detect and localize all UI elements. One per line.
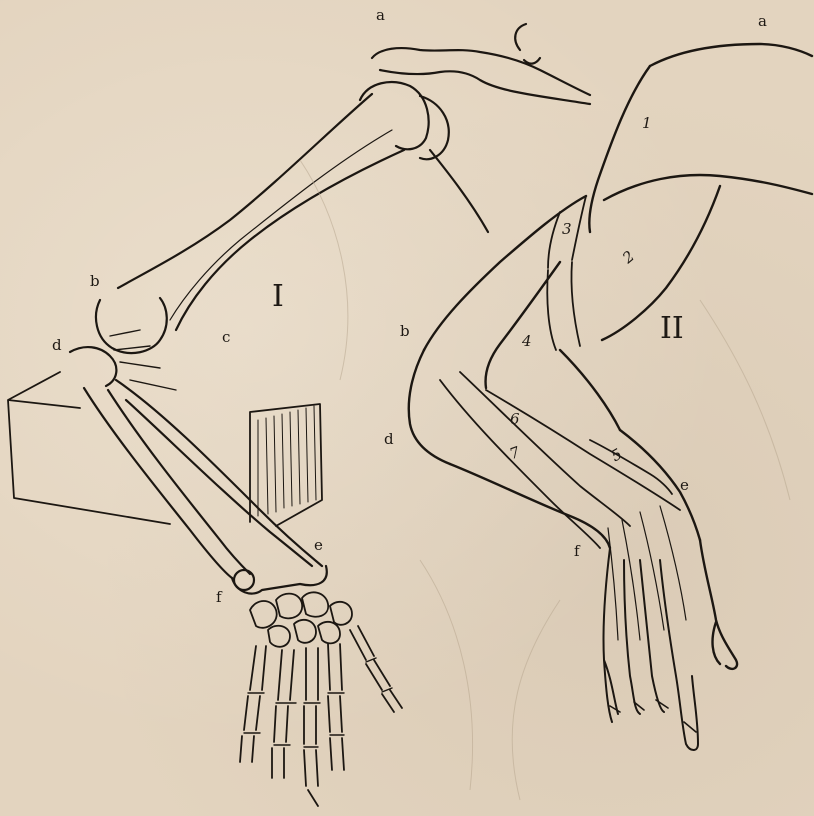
shoulder-outline [650, 44, 812, 66]
finger-one [240, 646, 266, 762]
forearm-outer [450, 464, 610, 548]
glenoid-ridge [420, 96, 449, 159]
ulna-bone [84, 388, 232, 578]
muscle-number-4: 4 [522, 334, 532, 349]
humerus-lower-edge [176, 150, 404, 330]
humeral-head [360, 82, 429, 149]
panel-ii-label-b: b [400, 324, 410, 339]
scapula-lower-edge [430, 150, 488, 232]
forearm-muscle-lines [440, 372, 680, 548]
panel-ii-label-f: f [574, 544, 580, 559]
hand-top [700, 540, 737, 669]
finger-five [350, 626, 402, 712]
forearm-inner-top [560, 350, 620, 430]
deltoid-muscle [589, 66, 650, 232]
muscle-number-1: 1 [642, 116, 652, 131]
elbow-outline [409, 350, 450, 464]
acromion-hook [515, 24, 540, 64]
panel-i-label-b: b [90, 274, 100, 289]
biceps-upper [604, 175, 812, 200]
finger-four [328, 644, 344, 770]
muscle-four-outline [547, 262, 580, 350]
panel-i-label-f: f [216, 590, 222, 605]
elbow-condyle [96, 298, 167, 353]
finger-two [272, 650, 294, 778]
panel-ii-numeral: II [660, 314, 684, 344]
block-grain [258, 406, 316, 516]
hand-fingers [603, 548, 698, 750]
pisiform-bone [234, 570, 254, 590]
panel-i-label-c: c [222, 330, 230, 345]
panel-ii-label-d: d [384, 432, 394, 447]
background-sketch [300, 160, 790, 800]
muscle-number-6: 6 [510, 412, 520, 427]
scapula-bone [372, 48, 590, 95]
carpal-bones [250, 592, 352, 646]
panel-i-label-d: d [52, 338, 62, 353]
panel-i-label-a: a [376, 8, 385, 23]
panel-i-label-e: e [314, 538, 323, 553]
panel-ii-musculature [409, 44, 812, 750]
panel-ii-label-a: a [758, 14, 767, 29]
panel-i-numeral: I [272, 282, 284, 312]
panel-ii-label-e: e [680, 478, 689, 493]
olecranon [70, 347, 116, 386]
humerus-upper-edge [118, 94, 372, 288]
elbow-joint-detail [110, 330, 176, 390]
finger-three [304, 648, 318, 806]
ulna-inner [108, 390, 250, 574]
panel-i-skeleton [8, 24, 590, 806]
muscle-number-3: 3 [562, 222, 572, 237]
